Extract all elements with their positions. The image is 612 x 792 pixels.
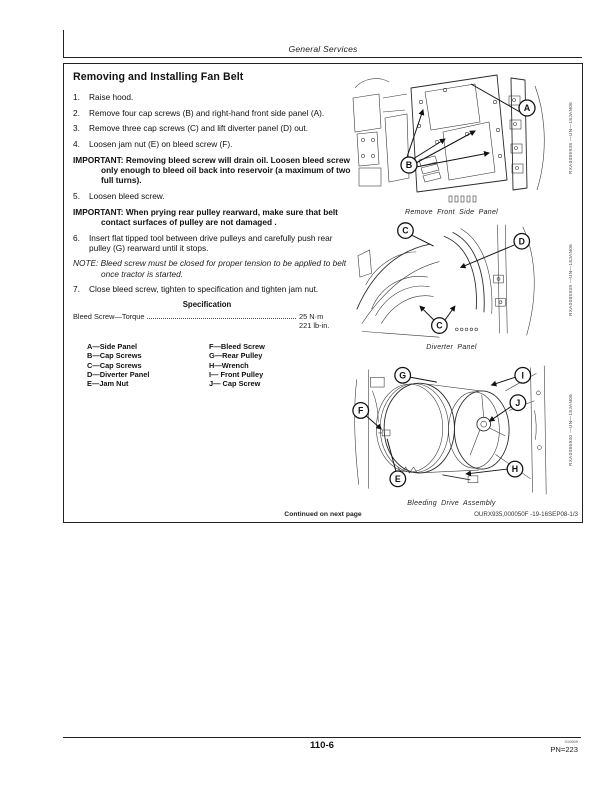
step-number: 2. [73,107,80,118]
spec-item-label: Bleed Screw—Torque [73,312,145,322]
drive-assembly-drawing: G I J F E H [352,365,547,495]
step-4: 4. Loosen jam nut (E) on bleed screw (F)… [73,139,353,149]
step-text: Raise hood. [89,92,134,102]
legend-item-d: D—Diverter Panel [87,369,150,379]
legend-item-c: C—Cap Screws [87,360,142,370]
figure-bleeding-drive-assembly: G I J F E H [349,361,579,507]
callout-c-top-circle [397,222,414,239]
figure-remove-front-side-panel: A B Remove Front Side Panel RXA0085938 —… [349,68,579,216]
callout-legend: A—Side Panel B—Cap Screws C—Cap Screws D… [73,342,353,388]
callout-d-circle [513,232,531,250]
legend-item-i: I— Front Pulley [209,369,264,379]
step-3: 3. Remove three cap screws (C) and lift … [73,123,353,133]
specification-heading: Specification [182,300,232,310]
figure-diverter-panel: C D C Diverter Panel RXA0085939 —UN—18JA… [349,217,579,351]
callout-e-circle [389,470,407,488]
specification-row: Bleed Screw—Torque 25 N·m [73,311,341,321]
box-bottom-row: Continued on next page OURX935,000050F -… [64,511,582,521]
legend-item-h: H—Wrench [209,360,249,370]
figure-1-caption: Remove Front Side Panel [404,209,499,216]
callout-g-circle [394,366,412,384]
step-number: 3. [73,123,80,134]
continued-notice: Continued on next page [284,511,362,518]
diverter-panel-drawing: C D C [356,222,535,338]
callout-b-letter: B [406,160,413,170]
step-1: 1. Raise hood. [73,92,353,102]
callout-c-top-letter: C [402,226,409,236]
instruction-column: Removing and Installing Fan Belt 1. Rais… [73,71,353,389]
content-box: Removing and Installing Fan Belt 1. Rais… [63,63,583,523]
spec-value-metric: 25 N·m [299,312,324,322]
specification-row-2: 221 lb-in. [73,321,341,330]
important-notice-1: IMPORTANT: Removing bleed screw will dra… [73,154,351,186]
legend-item-b: B—Cap Screws [87,351,142,361]
dot-leader [147,311,296,320]
step-number: 6. [73,232,80,243]
legend-item-f: F—Bleed Screw [209,342,265,352]
step-5: 5. Loosen bleed screw. [73,191,353,201]
step-text: Loosen bleed screw. [89,190,165,201]
document-code: OURX935,000050F -19-16SEP08-1/3 [474,511,578,518]
callout-a-letter: A [524,103,531,113]
legend-column-right: F—Bleed Screw G—Rear Pulley H—Wrench I— … [209,342,265,388]
step-text: Remove four cap screws (B) and right-han… [89,107,325,118]
section-title: General Services [288,44,358,54]
figure-2-caption: Diverter Panel [426,344,477,351]
step-text: Remove three cap screws (C) and lift div… [89,123,309,134]
footer-rule [63,737,581,738]
callout-i-letter: I [522,370,524,380]
callout-d-letter: D [519,236,525,246]
callout-c-bottom-letter: C [436,321,443,331]
front-side-panel-drawing: A B [352,74,545,203]
print-code: 010509 [564,739,578,744]
step-text: Loosen jam nut (E) on bleed screw (F). [89,139,233,150]
page-header: General Services [63,30,582,58]
callout-g-letter: G [399,370,406,380]
figure-1-image-id: RXA0085938 —UN—18JAN06 [568,101,573,175]
legend-item-a: A—Side Panel [87,342,138,352]
callout-c-bottom-circle [431,317,448,334]
spec-value-imperial: 221 lb-in. [299,321,330,331]
callout-j-letter: J [515,398,520,408]
figure-3-image-id: RXA0086940 —UN—18JAN06 [568,393,573,467]
callout-i-circle [514,366,532,384]
step-number: 5. [73,190,80,201]
step-2: 2. Remove four cap screws (B) and right-… [73,108,353,118]
callout-j-circle [509,394,527,412]
callout-h-letter: H [512,464,518,474]
pn-number: PN=223 [550,745,578,754]
legend-column-left: A—Side Panel B—Cap Screws C—Cap Screws D… [87,342,209,388]
specification-block: Specification Bleed Screw—Torque 25 N·m … [73,300,341,330]
step-number: 4. [73,139,80,150]
callout-f-circle [352,402,370,419]
legend-item-e: E—Jam Nut [87,379,129,389]
step-text: Close bleed screw, tighten to specificat… [89,284,319,295]
important-notice-2: IMPORTANT: When prying rear pulley rearw… [73,206,338,227]
callout-e-letter: E [395,474,401,484]
legend-item-g: G—Rear Pulley [209,351,263,361]
article-title: Removing and Installing Fan Belt [73,71,244,83]
note-text: NOTE: Bleed screw must be closed for pro… [73,258,347,279]
figure-3-caption: Bleeding Drive Assembly [407,500,496,507]
callout-b-circle [400,156,418,174]
step-7: 7. Close bleed screw, tighten to specifi… [73,284,353,294]
legend-item-j: J— Cap Screw [209,379,261,389]
page-number: 110-6 [309,740,334,751]
callout-f-letter: F [358,406,364,416]
callout-a-circle [518,99,536,117]
step-text: Insert flat tipped tool between drive pu… [89,232,333,253]
callout-h-circle [506,460,524,478]
figure-2-image-id: RXA0085939 —UN—18JAN06 [568,243,573,317]
step-number: 1. [73,92,80,102]
step-6: 6. Insert flat tipped tool between drive… [73,233,353,253]
step-number: 7. [73,284,80,295]
